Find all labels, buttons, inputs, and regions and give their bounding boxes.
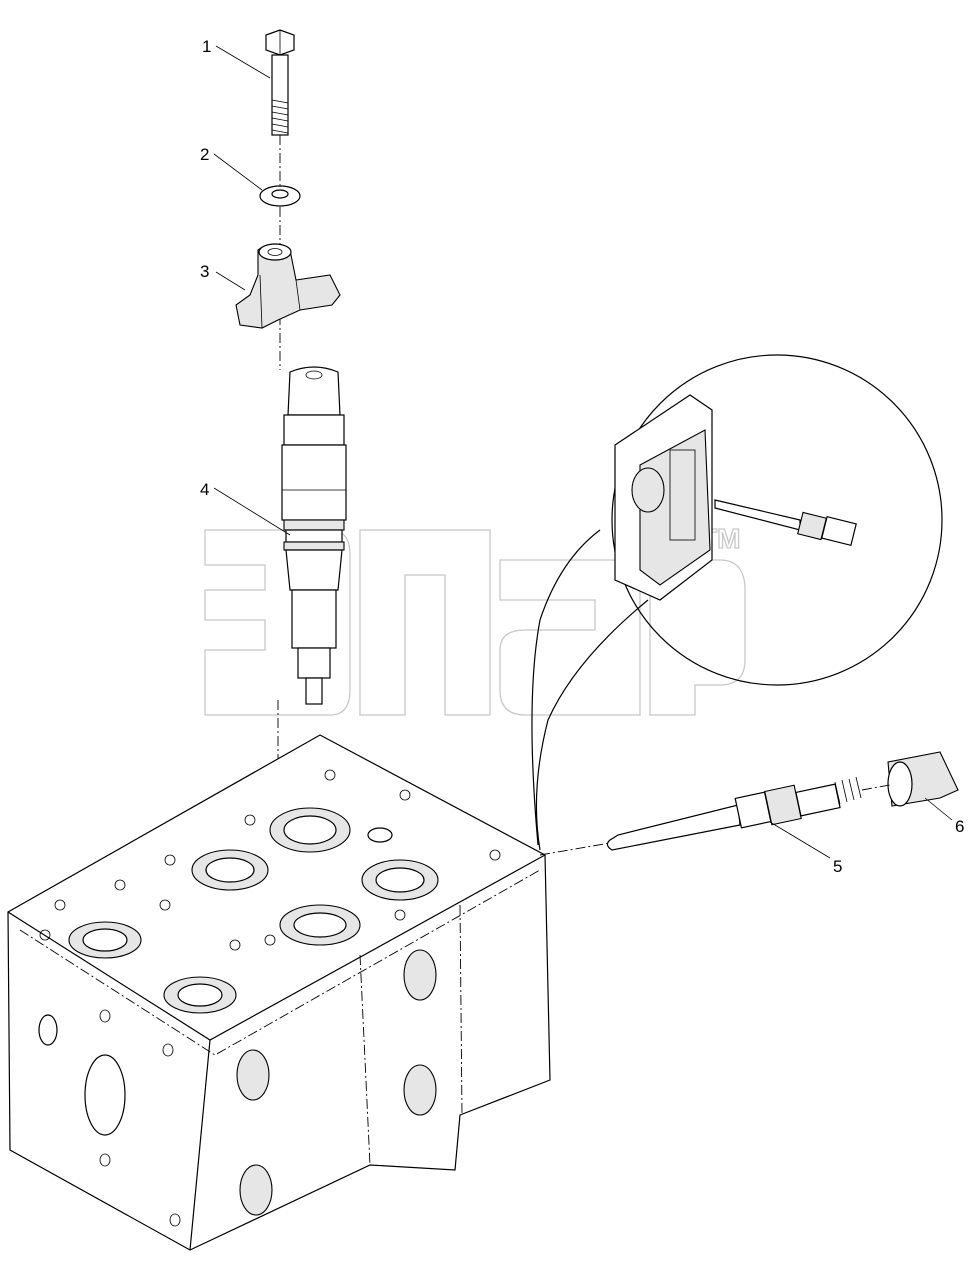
cylinder-head	[7, 734, 551, 1251]
callout-3: 3	[200, 262, 209, 281]
callout-4: 4	[200, 480, 209, 499]
callout-2: 2	[200, 145, 209, 164]
callout-6: 6	[955, 817, 964, 836]
leader-lines	[213, 45, 953, 859]
bolt	[265, 29, 295, 136]
tube-axis-line	[539, 842, 611, 856]
connector-tube	[606, 776, 862, 851]
injector	[281, 366, 347, 705]
washer	[259, 185, 301, 207]
detail-view	[531, 354, 943, 851]
nut	[887, 751, 959, 807]
callout-1: 1	[202, 37, 211, 56]
nut-axis-line	[861, 784, 891, 791]
callout-5: 5	[833, 857, 842, 876]
clamp	[235, 243, 341, 329]
